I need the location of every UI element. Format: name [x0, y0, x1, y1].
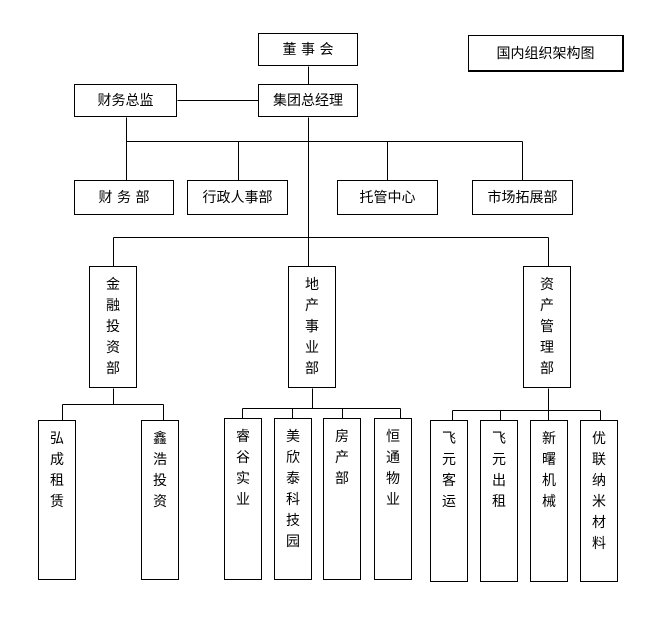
chart-legend-title: 国内组织架构图	[468, 35, 624, 72]
unit-hongcheng-leasing: 弘成租赁	[38, 420, 76, 580]
department-admin-hr: 行政人事部	[187, 180, 288, 215]
unit-feiyuan-passenger: 飞元客运	[430, 420, 468, 582]
division-real-estate-label: 地产事业部	[305, 277, 319, 377]
unit-feiyuan-taxi: 飞元出租	[480, 420, 518, 582]
department-market-expansion: 市场拓展部	[472, 180, 573, 215]
division-finance-investment-label: 金融投资部	[106, 277, 120, 377]
unit-xinshu-machinery: 新曙机械	[530, 420, 568, 582]
unit-hengtong-property: 恒通物业	[374, 418, 412, 580]
unit-ruigu-industrial: 睿谷实业	[224, 418, 262, 580]
unit-property-dept: 房产部	[323, 418, 361, 580]
unit-meixintai-tech-park: 美欣泰科技园	[274, 418, 312, 580]
department-finance: 财 务 部	[74, 180, 174, 215]
division-asset-management: 资产管理部	[523, 266, 571, 388]
board-label: 董 事 会	[282, 41, 334, 58]
cfo-label: 财务总监	[97, 92, 154, 109]
division-asset-management-label: 资产管理部	[540, 277, 554, 377]
unit-youlian-nanomaterials: 优联纳米材料	[580, 420, 618, 582]
general-manager-box: 集团总经理	[258, 84, 358, 117]
board-box: 董 事 会	[258, 33, 358, 66]
division-real-estate: 地产事业部	[288, 266, 336, 388]
department-custody-center: 托管中心	[337, 180, 438, 215]
general-manager-label: 集团总经理	[273, 92, 343, 109]
unit-xinhao-investment: 鑫浩投资	[141, 420, 179, 580]
legend-label: 国内组织架构图	[496, 46, 595, 62]
cfo-box: 财务总监	[74, 84, 177, 117]
division-finance-investment: 金融投资部	[89, 266, 137, 388]
